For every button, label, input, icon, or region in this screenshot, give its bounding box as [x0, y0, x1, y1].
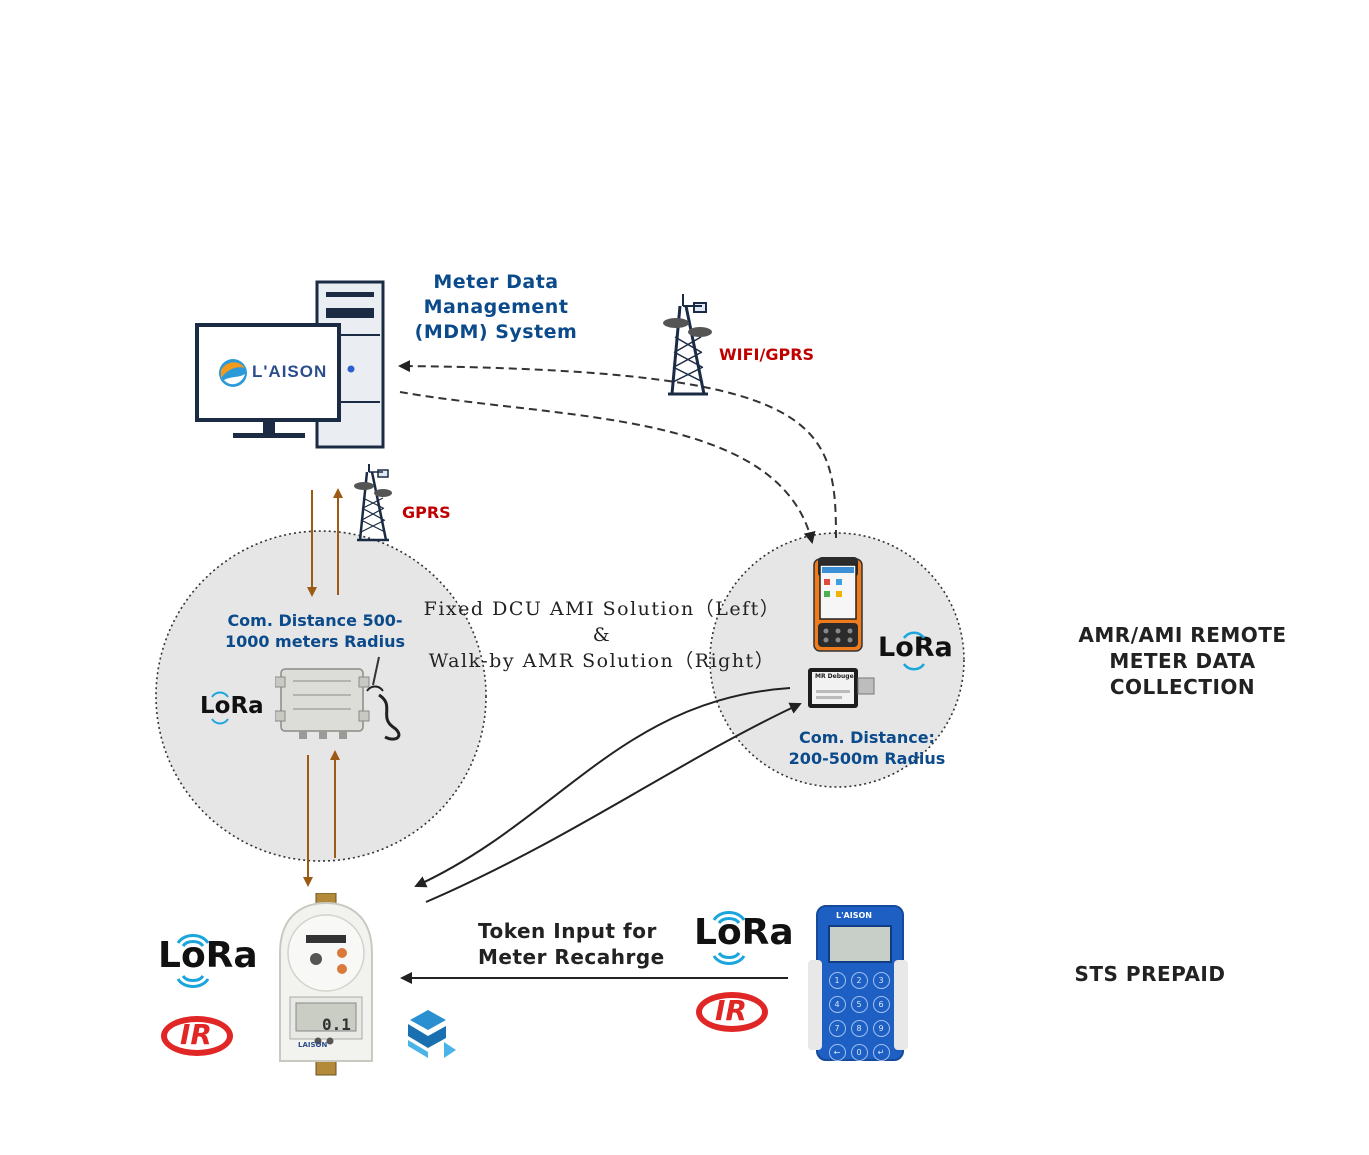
- dashed-link-to-mdm: [398, 360, 837, 539]
- mdm-title-line2: Management: [423, 296, 569, 318]
- wifi-gprs-tower-icon: [663, 294, 712, 396]
- solution-description: Fixed DCU AMI Solution（Left） & Walk-by A…: [412, 596, 792, 674]
- sts-logo-icon: [408, 1010, 456, 1058]
- dcu-distance-line2: 1000 meters Radius: [224, 632, 406, 651]
- amr-ami-title: AMR/AMI REMOTE METER DATA COLLECTION: [1060, 622, 1305, 700]
- usb-dongle: [808, 668, 875, 708]
- keypad-key-6[interactable]: 6: [872, 996, 890, 1013]
- gprs-tower-icon: [354, 464, 392, 542]
- keypad-ir-logo: IR: [695, 990, 769, 1034]
- dcu-lora-text: LoRa: [200, 693, 264, 719]
- keypad-key-4[interactable]: 4: [828, 996, 846, 1013]
- dcu-lora-waves-icon: [211, 691, 229, 725]
- dongle-label: MR Debuger: [815, 673, 857, 680]
- walkby-distance-label: Com. Distance: 200-500m Radius: [772, 727, 962, 769]
- amr-title-line3: COLLECTION: [1109, 675, 1256, 699]
- solution-line3: Walk-by AMR Solution（Right）: [428, 650, 776, 672]
- gprs-label: GPRS: [402, 503, 451, 522]
- keypad-key-0[interactable]: 0: [850, 1044, 868, 1061]
- amr-title-line1: AMR/AMI REMOTE: [1078, 623, 1287, 647]
- mdm-title-line1: Meter Data: [433, 271, 559, 293]
- amr-title-line2: METER DATA: [1109, 649, 1256, 673]
- walkby-lora-waves-icon: [902, 631, 926, 671]
- dcu-device: [275, 656, 401, 741]
- solution-line2: &: [592, 624, 612, 646]
- keypad-key-3[interactable]: 3: [872, 972, 890, 989]
- keypad-key-7[interactable]: 7: [828, 1020, 846, 1037]
- keypad-lora-logo: LoRa: [694, 911, 794, 967]
- keypad-key-8[interactable]: 8: [850, 1020, 868, 1037]
- walkby-link-to-meter: [414, 687, 791, 888]
- dcu-lora-logo: LoRa: [200, 691, 270, 733]
- wifi-gprs-label: WIFI/GPRS: [719, 345, 815, 364]
- keypad-left-grip: [808, 960, 822, 1050]
- keypad-ir-badge-icon: [696, 992, 768, 1032]
- meter-lora-logo: LoRa: [158, 934, 258, 990]
- water-meter: [279, 893, 373, 1076]
- mdm-computer: [195, 280, 385, 449]
- mdm-logo-text: L'AISON: [252, 362, 328, 381]
- token-line2: Meter Recahrge: [478, 945, 665, 969]
- keypad-brand: L'AISON: [836, 911, 872, 920]
- keypad-key-5[interactable]: 5: [850, 996, 868, 1013]
- meter-display: 0.1: [322, 1015, 351, 1034]
- mdm-title-line3: (MDM) System: [414, 321, 578, 343]
- keypad-right-grip: [894, 960, 908, 1050]
- walkby-lora-logo: LoRa: [878, 631, 958, 674]
- keypad-key-1[interactable]: 1: [828, 972, 846, 989]
- keypad-lora-waves-icon: [712, 911, 746, 965]
- dashed-link-to-handheld: [399, 391, 816, 544]
- keypad-key-back[interactable]: ←: [828, 1044, 846, 1061]
- solution-line1: Fixed DCU AMI Solution（Left）: [423, 598, 781, 620]
- keypad-key-enter[interactable]: ↵: [872, 1044, 890, 1061]
- token-line1: Token Input for: [478, 919, 657, 943]
- handheld-terminal: [813, 557, 863, 652]
- keypad-keys: 1 2 3 4 5 6 7 8 9 ← 0 ↵: [826, 968, 892, 1061]
- meter-lora-waves-icon: [176, 934, 210, 988]
- dcu-distance-line1: Com. Distance 500-: [227, 611, 403, 630]
- keypad-ir-text: IR: [715, 994, 747, 1027]
- keypad-key-9[interactable]: 9: [872, 1020, 890, 1037]
- meter-ir-logo: IR: [160, 1014, 234, 1058]
- walkby-lora-text: LoRa: [878, 632, 953, 663]
- customer-keypad: L'AISON 1 2 3 4 5 6 7 8 9 ← 0 ↵: [808, 905, 908, 1061]
- walkby-distance-line2: 200-500m Radius: [788, 749, 946, 768]
- keypad-screen: [828, 925, 892, 963]
- walkby-distance-line1: Com. Distance:: [799, 728, 935, 747]
- mdm-title: Meter Data Management (MDM) System: [396, 270, 596, 345]
- meter-brand: LAISON: [298, 1041, 328, 1049]
- meter-ir-text: IR: [180, 1018, 212, 1051]
- meter-ir-badge-icon: [161, 1016, 233, 1056]
- token-label: Token Input for Meter Recahrge: [478, 918, 665, 970]
- walkby-zone: [709, 532, 965, 788]
- walkby-link-to-dongle: [425, 702, 802, 903]
- dcu-distance-label: Com. Distance 500- 1000 meters Radius: [200, 610, 430, 652]
- keypad-key-2[interactable]: 2: [850, 972, 868, 989]
- sts-prepaid-title: STS PREPAID: [1074, 962, 1226, 986]
